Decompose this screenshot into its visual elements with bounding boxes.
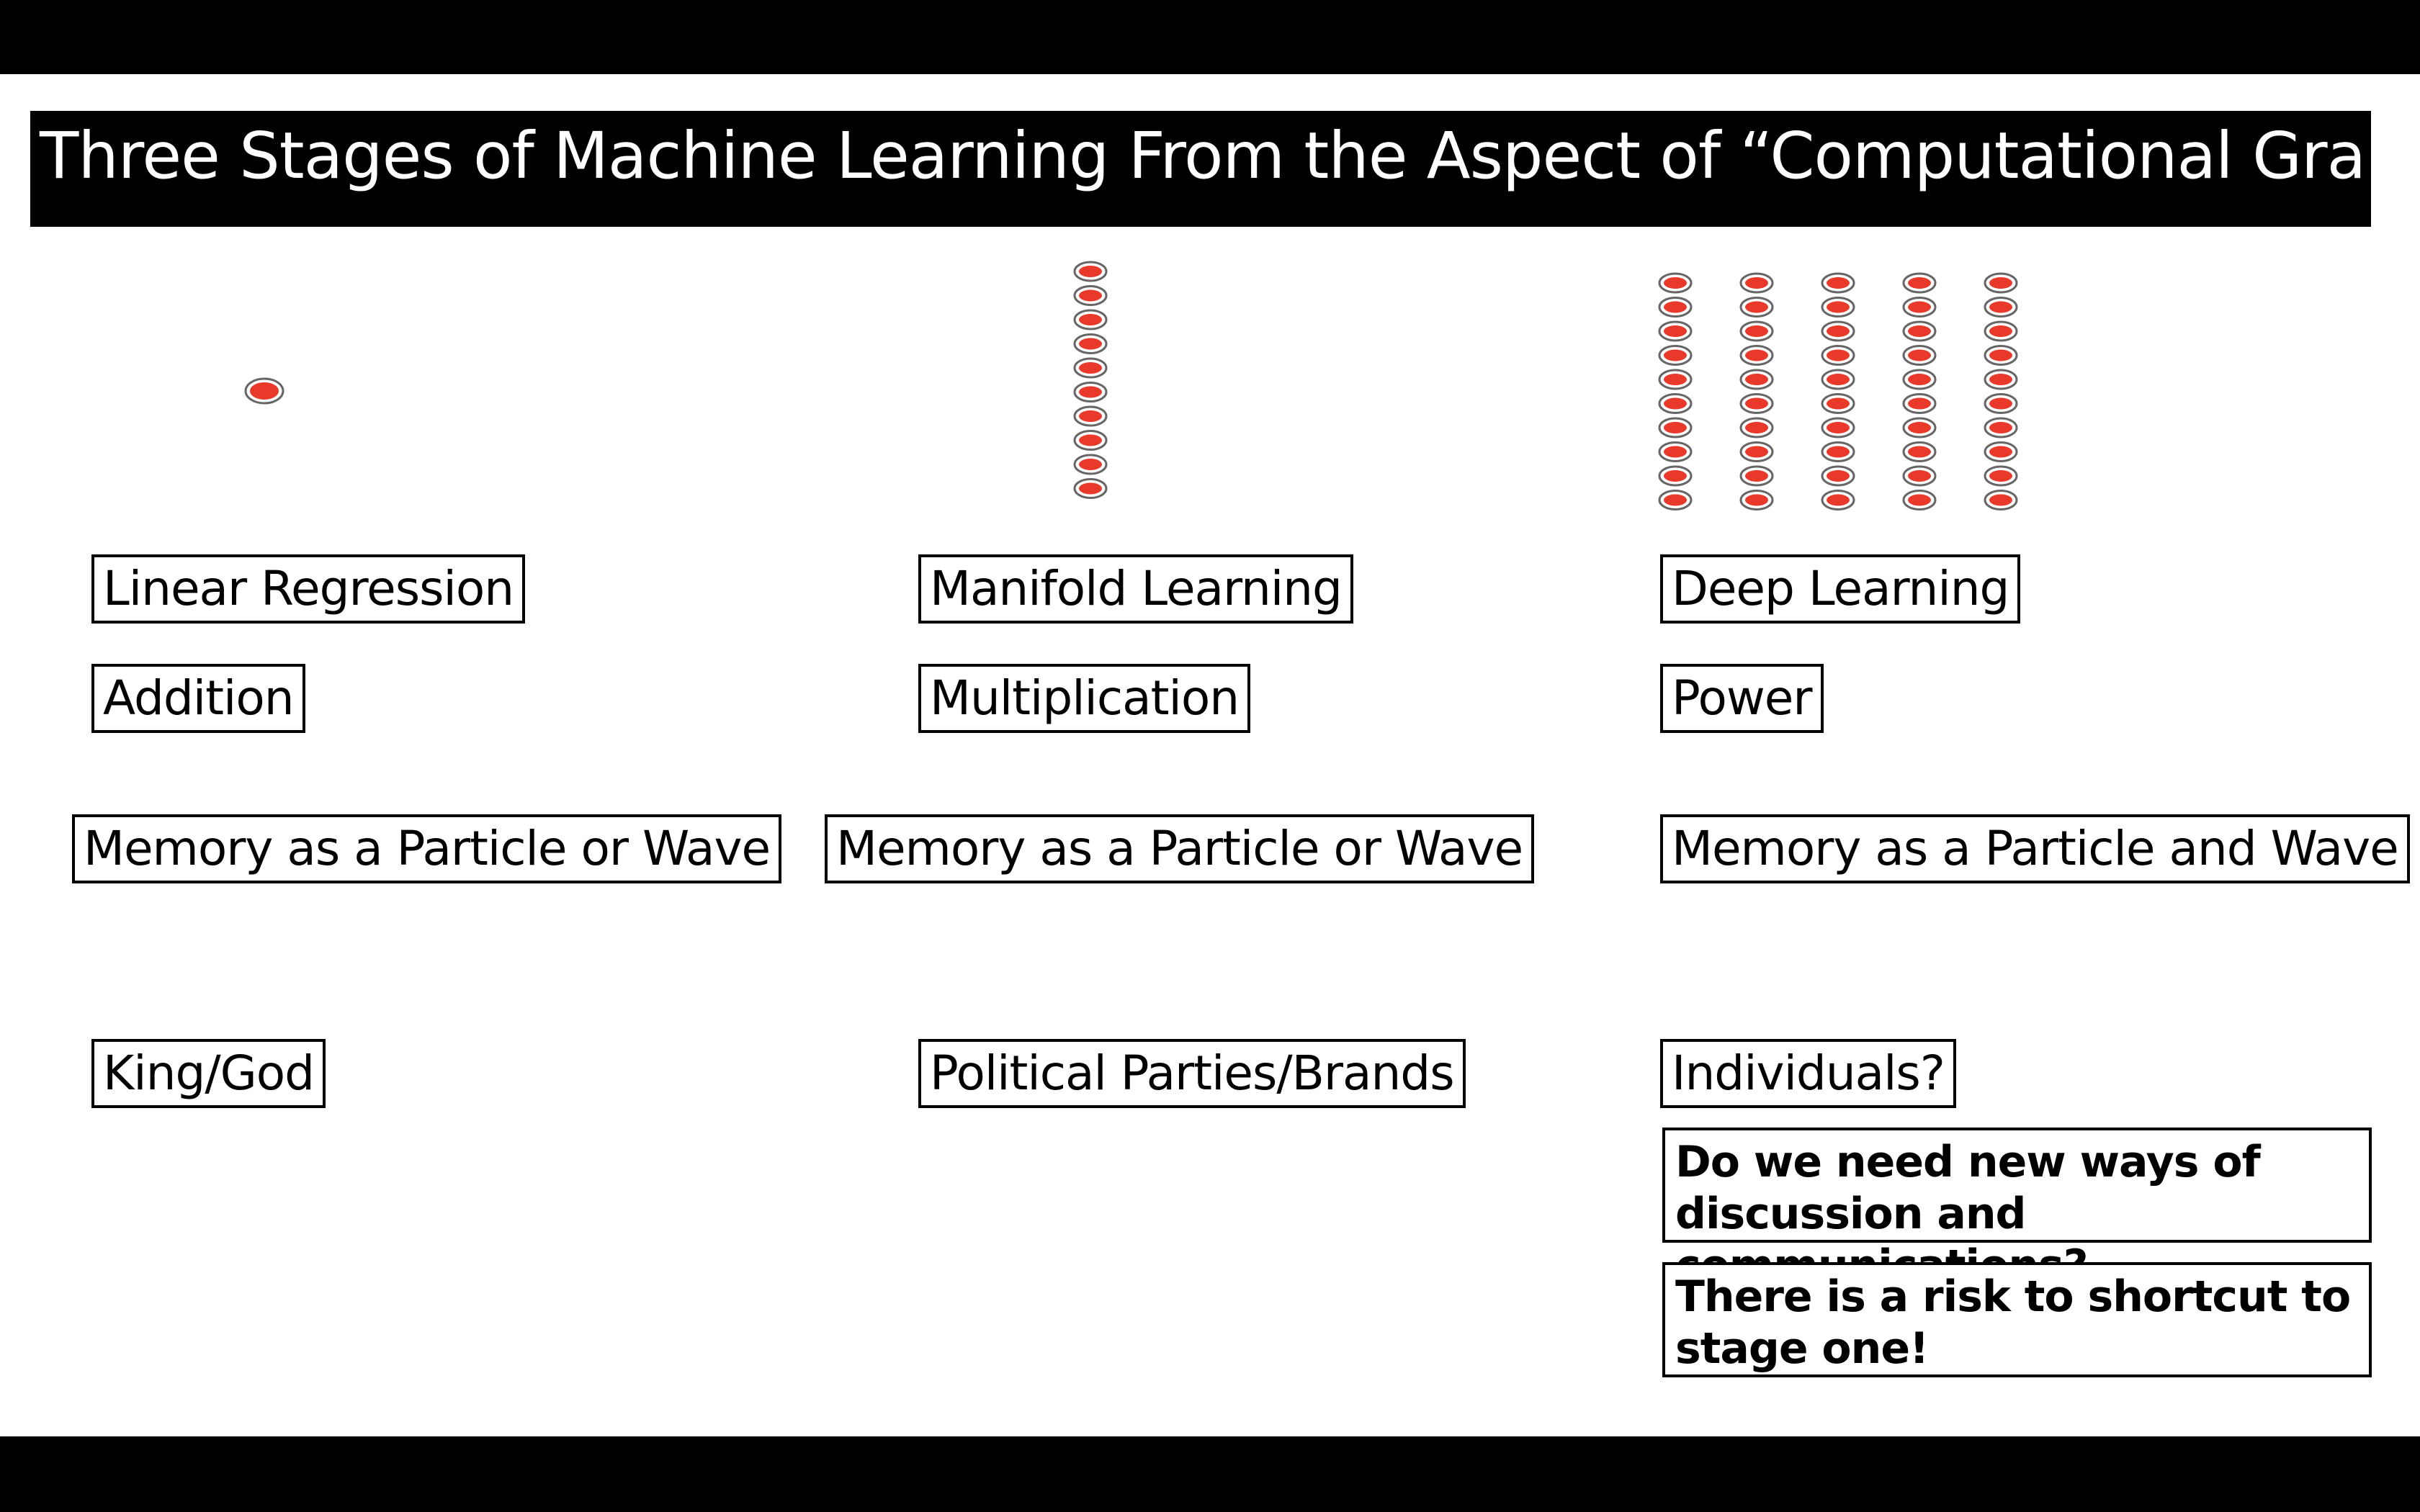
graph-node-core [1827,422,1850,433]
graph-node-core [1989,374,2012,385]
graph-node-core [1079,362,1102,374]
graph-node-core [1664,422,1687,433]
stage-1-operation-label: Addition [91,664,305,733]
graph-node-core [1079,338,1102,350]
graph-node-core [1989,349,2012,361]
graph-node-core [1664,301,1687,313]
slide-title: Three Stages of Machine Learning From th… [30,111,2420,227]
graph-node-core [1664,349,1687,361]
graph-node-core [1989,301,2012,313]
graph-node-core [1827,325,1850,337]
stage-1-memory-label: Memory as a Particle or Wave [72,814,782,883]
graph-node-core [1989,422,2012,433]
bottom-letterbox-bar [0,1436,2420,1512]
graph-node-core [1079,266,1102,277]
graph-node-core [1827,494,1850,506]
graph-node-core [1989,397,2012,410]
graph-node-core [1745,470,1768,482]
graph-node-core [1745,325,1768,337]
graph-node-core [1745,446,1768,458]
graph-node-core [1827,277,1850,289]
graph-node-core [1664,325,1687,337]
graph-node-core [1745,397,1768,410]
stage-1-graph [244,377,284,405]
graph-node-core [1079,314,1102,325]
graph-node-core [1989,277,2012,289]
graph-node-core [1664,374,1687,385]
graph-node-core [1079,386,1102,398]
graph-node-core [1079,459,1102,470]
stage-1-method-label: Linear Regression [91,554,526,624]
graph-node-core [1664,397,1687,410]
graph-node-core [1908,397,1931,410]
graph-node-core [1908,422,1931,433]
graph-node-core [1664,277,1687,289]
graph-node-core [1908,374,1931,385]
graph-node-core [1908,301,1931,313]
graph-node-core [1989,494,2012,506]
graph-node-core [1827,349,1850,361]
graph-node-core [1745,374,1768,385]
stage-2-society-label: Political Parties/Brands [918,1039,1466,1108]
graph-node-core [1664,446,1687,458]
graph-node-core [1745,494,1768,506]
stage-3-method-label: Deep Learning [1660,554,2021,624]
graph-node-core [1908,277,1931,289]
graph-node-core [1827,446,1850,458]
stage-3-society-label: Individuals? [1660,1039,1956,1108]
graph-node-core [1989,325,2012,337]
graph-node-core [1079,482,1102,495]
graph-node-core [1908,349,1931,361]
graph-node-core [1745,349,1768,361]
risk-warning-note: There is a risk to shortcut to stage one… [1662,1262,2372,1377]
stage-2-method-label: Manifold Learning [918,554,1353,624]
graph-node-core [1827,374,1850,385]
graph-node-core [1664,470,1687,482]
graph-node-core [1079,434,1102,446]
stage-3-graph [1658,272,2018,510]
graph-node-core [1745,301,1768,313]
graph-node-core [1989,470,2012,482]
stage-3-operation-label: Power [1660,664,1824,733]
graph-node-core [250,382,279,400]
graph-node-core [1745,422,1768,433]
top-letterbox-bar [0,0,2420,74]
graph-node-core [1827,470,1850,482]
discussion-question-note: Do we need new ways of discussion and co… [1662,1128,2372,1291]
graph-node-core [1908,470,1931,482]
stage-1-society-label: King/God [91,1039,326,1108]
graph-node-core [1908,494,1931,506]
graph-node-core [1827,397,1850,410]
stage-2-memory-label: Memory as a Particle or Wave [825,814,1535,883]
stage-2-graph [1073,261,1108,499]
graph-node-core [1908,446,1931,458]
graph-node-core [1827,301,1850,313]
graph-node-core [1745,277,1768,289]
graph-node-core [1664,494,1687,506]
graph-node-core [1079,410,1102,422]
stage-3-memory-label: Memory as a Particle and Wave [1660,814,2410,883]
graph-node-core [1079,289,1102,302]
graph-node-core [1989,446,2012,458]
graph-node-core [1908,325,1931,337]
stage-2-operation-label: Multiplication [918,664,1251,733]
